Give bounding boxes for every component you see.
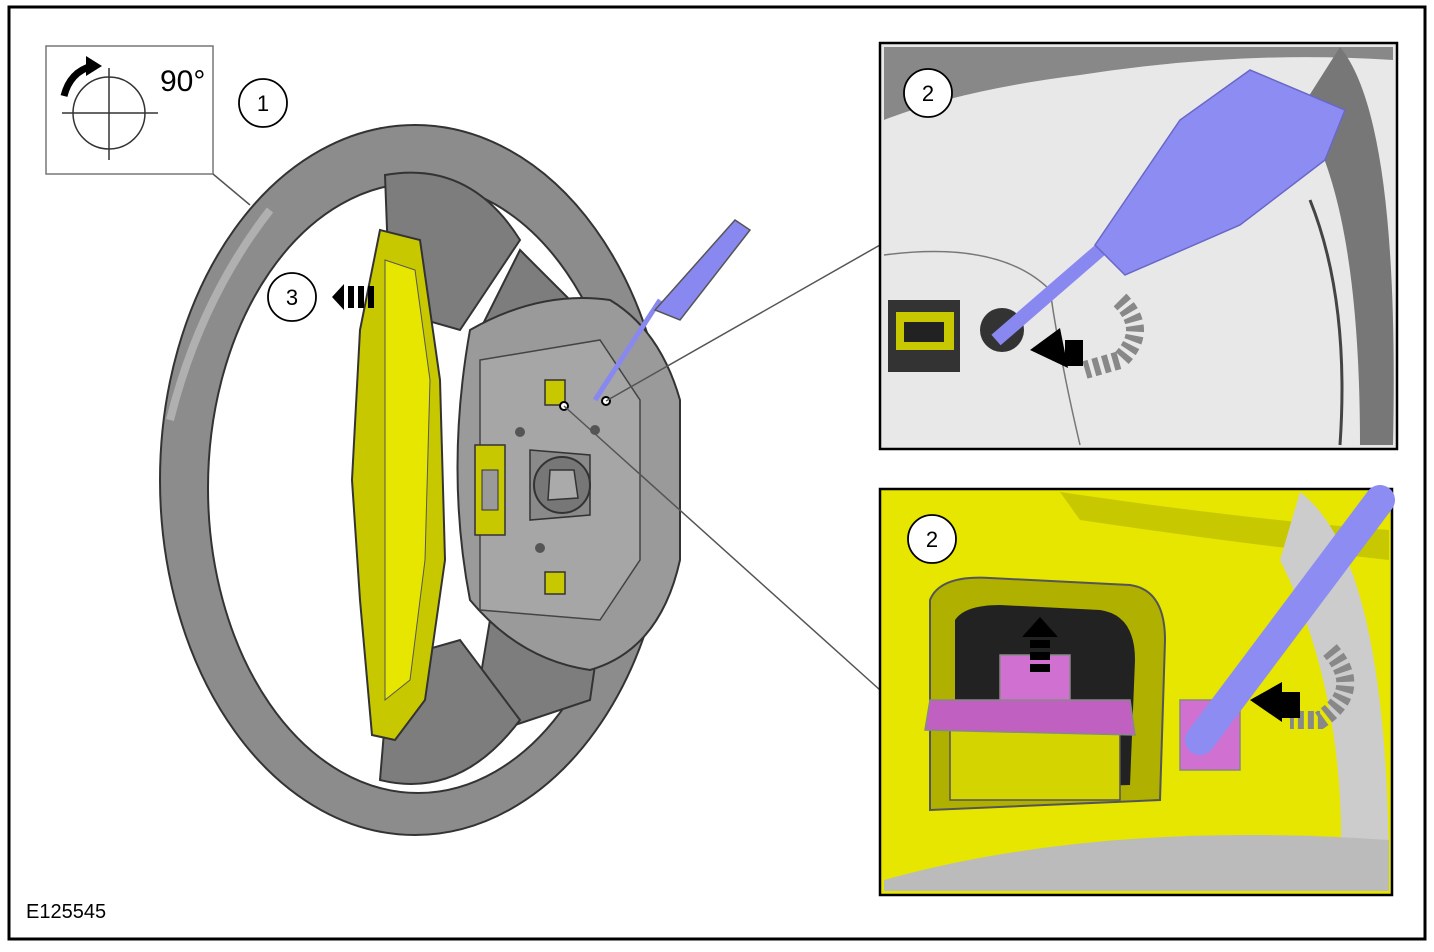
screwdriver [592,219,752,402]
crosshair-icon [62,68,158,160]
pull-arrow-icon [1022,617,1058,672]
rotation-symbol: 90° [45,45,214,175]
rotation-arrow-icon [1250,644,1355,729]
rotation-arrow-icon [1030,293,1144,379]
callout-3: 3 [267,272,317,322]
airbag-module [350,228,447,742]
callout-1: 1 [238,78,288,128]
electrical-connector [924,654,1136,736]
figure-id: E125545 [26,901,107,923]
callout-1-label: 1 [257,91,269,116]
screwdriver-detail-top [991,69,1346,346]
screwdriver-detail-bottom [1185,485,1395,755]
detail-panel-top: 2 [878,41,1399,451]
callout-2-bottom-label: 2 [926,527,938,552]
callout-3-label: 3 [286,285,298,310]
detail-panel-bottom: 2 [878,485,1395,897]
rotate-90-icon [60,56,102,97]
callout-2-top-label: 2 [922,81,934,106]
leader-to-top-panel [605,244,881,402]
airbag-slot [888,300,960,372]
push-arrow-icon [332,284,374,310]
leader-to-bottom-panel [563,405,881,691]
leader-line [212,173,251,206]
rotation-angle-label: 90° [160,65,205,98]
